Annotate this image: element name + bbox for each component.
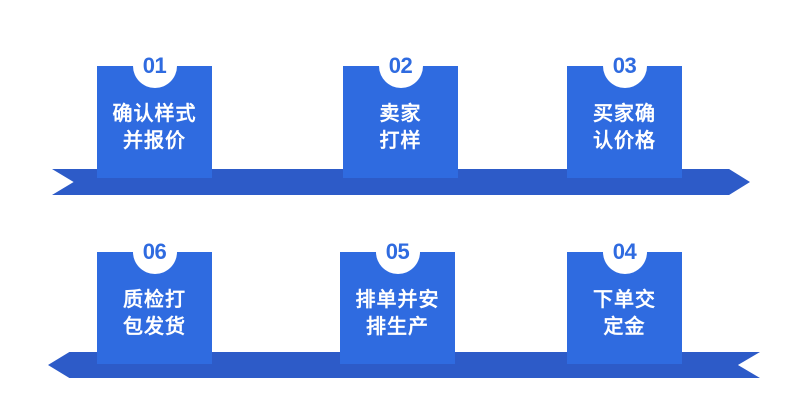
step-number-06: 06 xyxy=(142,239,167,264)
step-card-06[interactable]: 06 质检打 包发货 xyxy=(97,230,212,364)
step-number-04: 04 xyxy=(612,239,637,264)
step-number-02: 02 xyxy=(388,53,413,78)
step-card-03[interactable]: 03 买家确 认价格 xyxy=(567,44,682,178)
step-number-badge-01: 01 xyxy=(132,44,177,88)
step-label-05: 排单并安 排生产 xyxy=(355,289,440,338)
step-card-01[interactable]: 01 确认样式 并报价 xyxy=(97,44,212,178)
step-card-04[interactable]: 04 下单交 定金 xyxy=(567,230,682,364)
step-label-01: 确认样式 并报价 xyxy=(112,103,197,152)
step-number-badge-06: 06 xyxy=(132,230,177,274)
step-label-06: 质检打 包发货 xyxy=(123,289,186,338)
step-number-badge-05: 05 xyxy=(375,230,420,274)
step-number-badge-03: 03 xyxy=(602,44,647,88)
step-label-04: 下单交 定金 xyxy=(593,289,656,338)
step-number-01: 01 xyxy=(142,53,167,78)
step-number-badge-04: 04 xyxy=(602,230,647,274)
step-number-03: 03 xyxy=(612,53,637,78)
step-number-05: 05 xyxy=(385,239,410,264)
step-number-badge-02: 02 xyxy=(378,44,423,88)
step-card-02[interactable]: 02 卖家 打样 xyxy=(343,44,458,178)
step-card-05[interactable]: 05 排单并安 排生产 xyxy=(340,230,455,364)
step-label-02: 卖家 打样 xyxy=(379,103,422,152)
step-label-03: 买家确 认价格 xyxy=(593,103,656,152)
